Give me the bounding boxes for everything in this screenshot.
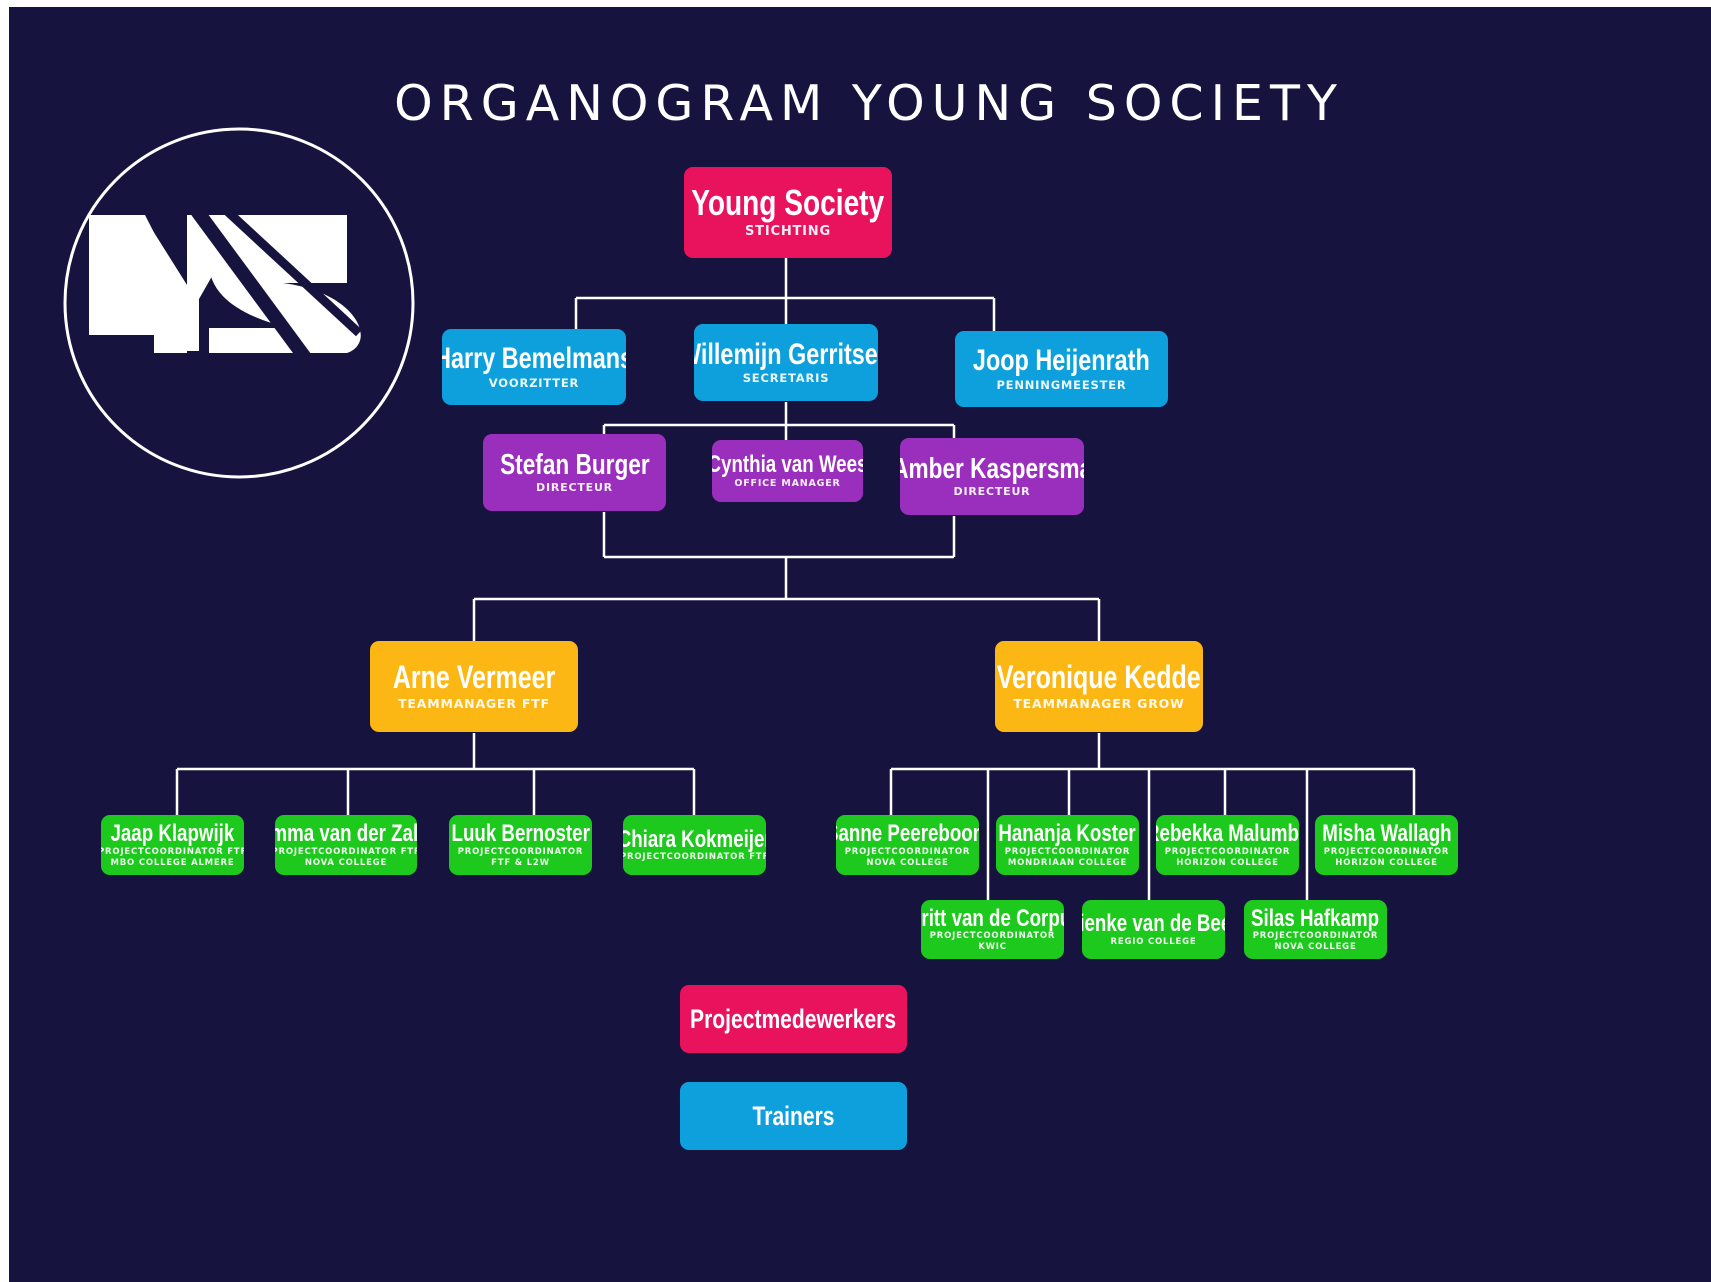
node-role: VOORZITTER xyxy=(488,375,580,390)
node-role: PROJECTCOORDINATOR FTF xyxy=(275,846,417,857)
node-role: OFFICE MANAGER xyxy=(734,477,841,489)
ys-logo-icon xyxy=(63,127,415,479)
node-role: PROJECTCOORDINATOR xyxy=(1252,931,1379,942)
node-role-school: MBO COLLEGE ALMERE xyxy=(110,857,235,868)
node-name: Silas Hafkamp xyxy=(1251,904,1380,932)
legend-trainers: Trainers xyxy=(680,1082,907,1150)
node-role: PROJECTCOORDINATOR xyxy=(844,846,971,857)
node-role-school: MONDRIAAN COLLEGE xyxy=(1007,857,1128,868)
node-name: Luuk Bernoster xyxy=(451,820,590,848)
node-name: Arne Vermeer xyxy=(392,658,556,695)
node-role: PROJECTCOORDINATOR xyxy=(1164,846,1291,857)
node-name: Emma van der Zalm xyxy=(275,820,417,848)
node-role-school: NOVA COLLEGE xyxy=(1274,942,1357,953)
node-hananja-koster: Hananja Koster PROJECTCOORDINATOR MONDRI… xyxy=(996,815,1139,875)
node-role: SECRETARIS xyxy=(742,371,830,386)
node-young-society: Young Society STICHTING xyxy=(684,167,892,258)
node-name: Cynthia van Wees xyxy=(712,450,863,478)
node-willemijn-gerritsen: Willemijn Gerritsen SECRETARIS xyxy=(694,324,878,401)
node-role: REGIO COLLEGE xyxy=(1110,936,1197,947)
node-name: Willemijn Gerritsen xyxy=(694,337,878,371)
node-misha-wallagh: Misha Wallagh PROJECTCOORDINATOR HORIZON… xyxy=(1315,815,1458,875)
node-name: Nienke van de Beek xyxy=(1082,910,1225,938)
node-name: Stefan Burger xyxy=(499,448,650,481)
connector-lines xyxy=(175,257,1416,903)
node-role: PROJECTCOORDINATOR xyxy=(457,846,584,857)
node-rebekka-malumba: Rebekka Malumba PROJECTCOORDINATOR HORIZ… xyxy=(1156,815,1299,875)
node-veronique-kedde: Veronique Kedde TEAMMANAGER GROW xyxy=(995,641,1203,732)
legend-label: Projectmedewerkers xyxy=(690,1003,897,1034)
node-role: TEAMMANAGER FTF xyxy=(398,696,550,712)
node-role: DIRECTEUR xyxy=(953,485,1031,499)
page-title: ORGANOGRAM YOUNG SOCIETY xyxy=(394,75,1344,132)
node-britt-van-de-corput: Britt van de Corput PROJECTCOORDINATOR K… xyxy=(921,900,1064,959)
node-role: PROJECTCOORDINATOR xyxy=(1004,846,1131,857)
node-stefan-burger: Stefan Burger DIRECTEUR xyxy=(483,434,666,511)
node-name: Jaap Klapwijk xyxy=(110,820,235,848)
node-emma-van-der-zalm: Emma van der Zalm PROJECTCOORDINATOR FTF… xyxy=(275,815,417,875)
node-name: Misha Wallagh xyxy=(1321,820,1452,848)
node-role-school: HORIZON COLLEGE xyxy=(1176,857,1279,868)
organogram-canvas: ORGANOGRAM YOUNG SOCIETY xyxy=(9,7,1711,1282)
node-name: Chiara Kokmeijer xyxy=(623,825,766,853)
node-role-school: NOVA COLLEGE xyxy=(304,857,388,868)
node-name: Hananja Koster xyxy=(998,820,1137,848)
node-harry-bemelmans: Harry Bemelmans VOORZITTER xyxy=(442,329,626,405)
node-role: TEAMMANAGER GROW xyxy=(1013,696,1185,712)
node-jaap-klapwijk: Jaap Klapwijk PROJECTCOORDINATOR FTF MBO… xyxy=(101,815,244,875)
node-luuk-bernoster: Luuk Bernoster PROJECTCOORDINATOR FTF & … xyxy=(449,815,592,875)
node-name: Young Society xyxy=(691,182,885,224)
node-role-school: NOVA COLLEGE xyxy=(866,857,949,868)
node-role: DIRECTEUR xyxy=(536,481,613,495)
node-role-school: FTF & L2W xyxy=(491,857,550,868)
node-role: PROJECTCOORDINATOR xyxy=(929,931,1056,942)
node-role-school: KWIC xyxy=(978,942,1007,953)
node-chiara-kokmeijer: Chiara Kokmeijer PROJECTCOORDINATOR FTF xyxy=(623,815,766,875)
node-role: PROJECTCOORDINATOR FTF xyxy=(101,846,244,857)
node-name: Amber Kaspersma xyxy=(900,452,1084,485)
legend-label: Trainers xyxy=(752,1100,835,1131)
node-role-school: HORIZON COLLEGE xyxy=(1335,857,1438,868)
node-nienke-van-de-beek: Nienke van de Beek REGIO COLLEGE xyxy=(1082,900,1225,959)
node-name: Rebekka Malumba xyxy=(1156,820,1299,848)
node-amber-kaspersma: Amber Kaspersma DIRECTEUR xyxy=(900,438,1084,515)
node-name: Veronique Kedde xyxy=(997,658,1201,695)
node-role: STICHTING xyxy=(745,223,831,239)
node-silas-hafkamp: Silas Hafkamp PROJECTCOORDINATOR NOVA CO… xyxy=(1244,900,1387,959)
node-name: Britt van de Corput xyxy=(921,904,1064,932)
node-name: Joop Heijenrath xyxy=(973,344,1150,378)
node-role: PENNINGMEESTER xyxy=(996,377,1127,392)
node-sanne-peereboom: Sanne Peereboom PROJECTCOORDINATOR NOVA … xyxy=(836,815,979,875)
node-role: PROJECTCOORDINATOR xyxy=(1323,846,1450,857)
node-role: PROJECTCOORDINATOR FTF xyxy=(623,852,766,863)
node-name: Harry Bemelmans xyxy=(442,342,626,376)
node-cynthia-van-wees: Cynthia van Wees OFFICE MANAGER xyxy=(712,440,863,502)
node-name: Sanne Peereboom xyxy=(836,820,979,848)
node-arne-vermeer: Arne Vermeer TEAMMANAGER FTF xyxy=(370,641,578,732)
node-joop-heijenrath: Joop Heijenrath PENNINGMEESTER xyxy=(955,331,1168,407)
legend-projectmedewerkers: Projectmedewerkers xyxy=(680,985,907,1053)
